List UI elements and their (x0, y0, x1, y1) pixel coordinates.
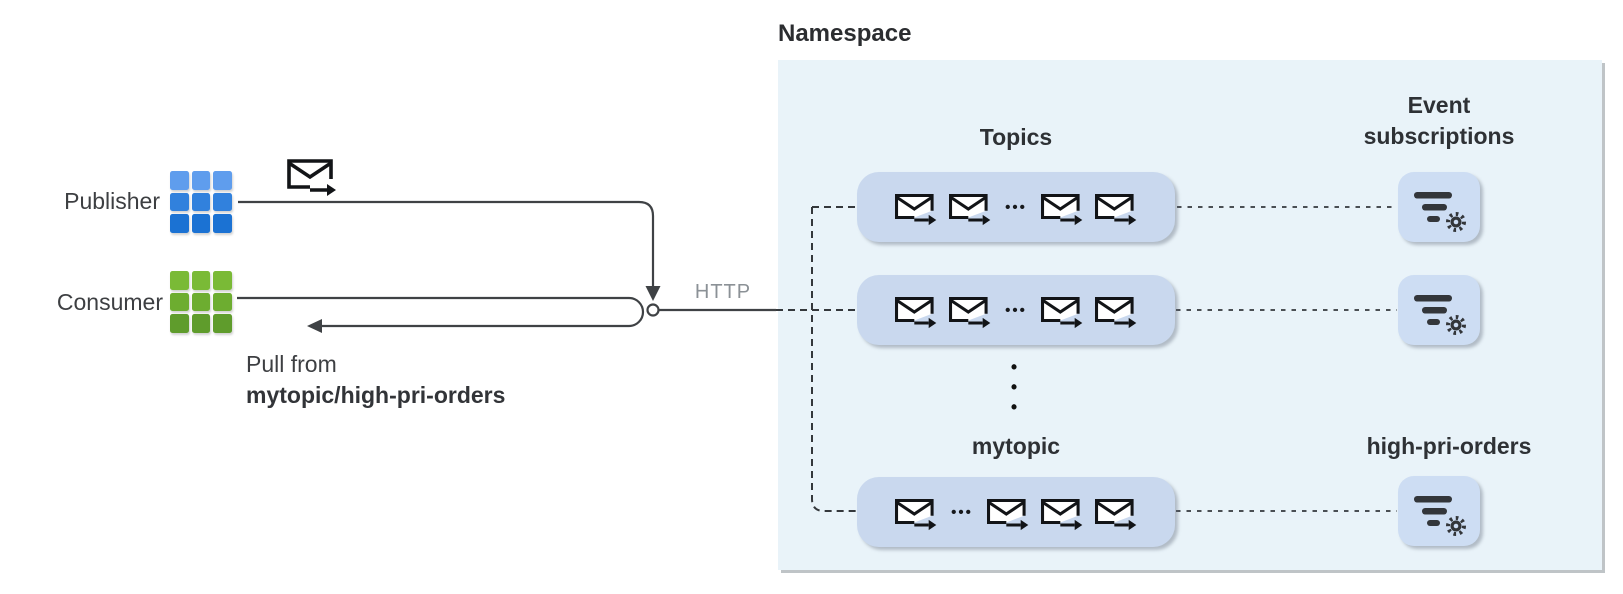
topic-row: ••• (857, 275, 1175, 345)
pull-caption-topic-path: mytopic/high-pri-orders (246, 382, 506, 408)
topic-row-mytopic: ••• (857, 477, 1175, 547)
consumer-app-grid-icon (170, 271, 232, 333)
event-subscription-icon (1398, 172, 1480, 242)
pull-caption-line1: Pull from (246, 351, 337, 377)
grid-cell (170, 314, 189, 333)
publisher-label: Publisher (64, 188, 160, 214)
more-events-ellipsis: ••• (1005, 301, 1027, 319)
event-envelope-icon (986, 496, 1030, 532)
consumer-pull-line (237, 296, 645, 328)
topic-row: ••• (857, 172, 1175, 242)
event-envelope-icon (894, 496, 938, 532)
grid-cell (213, 271, 232, 290)
event-envelope-icon (948, 191, 992, 227)
more-events-ellipsis: ••• (1005, 198, 1027, 216)
grid-cell (213, 171, 232, 190)
grid-cell (170, 214, 189, 233)
event-envelope-icon (1094, 191, 1138, 227)
event-envelope-icon (894, 294, 938, 330)
grid-cell (170, 171, 189, 190)
event-envelope-icon (1040, 294, 1084, 330)
ellipsis-dot: • (1010, 377, 1018, 397)
grid-cell (170, 271, 189, 290)
event-subscriptions-heading: Event subscriptions (1339, 90, 1539, 152)
ellipsis-dot: • (1010, 357, 1018, 377)
filter-gear-icon (1398, 172, 1480, 242)
ellipsis-dot: • (1010, 397, 1018, 417)
grid-cell (191, 271, 211, 290)
publisher-app-grid-icon (170, 171, 232, 233)
namespace-title: Namespace (778, 20, 912, 47)
event-envelope-icon (1040, 191, 1084, 227)
event-subscription-icon-high-pri-orders (1398, 476, 1480, 546)
high-pri-orders-heading: high-pri-orders (1366, 433, 1532, 459)
event-envelope-icon (1040, 496, 1084, 532)
event-envelope-icon (894, 191, 938, 227)
event-subscription-icon (1398, 275, 1480, 345)
publisher-arrowhead (645, 286, 661, 301)
published-event-envelope-icon (286, 156, 338, 198)
event-subscriptions-heading-line2: subscriptions (1363, 123, 1515, 149)
grid-cell (191, 192, 211, 212)
more-events-ellipsis: ••• (951, 503, 973, 521)
grid-cell (213, 314, 232, 333)
grid-cell (170, 192, 189, 212)
event-envelope-icon (1094, 496, 1138, 532)
http-protocol-label: HTTP (694, 281, 752, 303)
http-endpoint-circle (646, 303, 660, 317)
consumer-label: Consumer (56, 289, 163, 315)
event-envelope-icon (1094, 294, 1138, 330)
grid-cell (213, 192, 232, 212)
grid-cell (191, 314, 211, 333)
filter-gear-icon (1398, 275, 1480, 345)
pull-caption: Pull from mytopic/high-pri-orders (246, 349, 505, 411)
event-subscriptions-heading-line1: Event (1407, 92, 1471, 118)
filter-gear-icon (1398, 476, 1480, 546)
grid-cell (213, 214, 232, 233)
grid-cell (191, 171, 211, 190)
grid-cell (170, 292, 189, 312)
mytopic-heading: mytopic (971, 433, 1061, 459)
grid-cell (213, 292, 232, 312)
grid-cell (191, 214, 211, 233)
grid-cell (191, 292, 211, 312)
consumer-arrowhead (307, 319, 322, 333)
more-topics-ellipsis: • • • (994, 358, 1034, 417)
publisher-arrow-line (238, 200, 655, 288)
event-envelope-icon (948, 294, 992, 330)
topics-heading: Topics (979, 124, 1053, 150)
